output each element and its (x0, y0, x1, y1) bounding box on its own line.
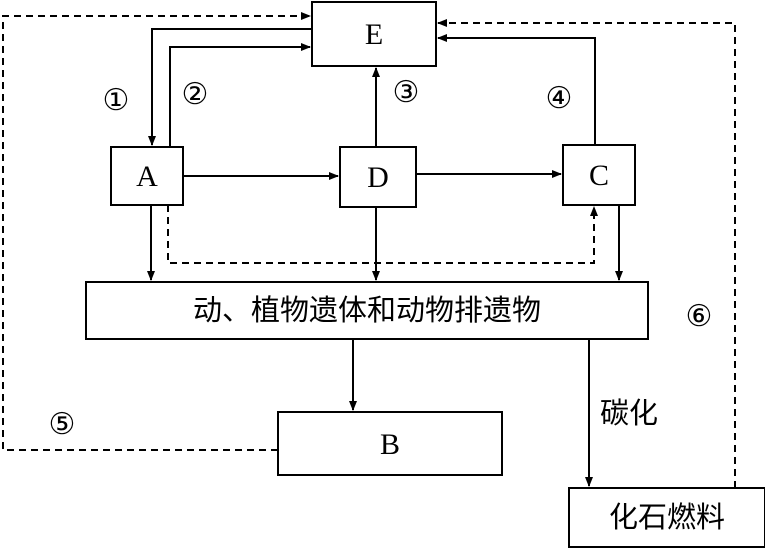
node-d: D (339, 146, 417, 208)
svg-text:B: B (380, 428, 400, 461)
label-carbonization: 碳化 (600, 396, 658, 430)
label-process-4: ④ (546, 81, 573, 116)
arrow-a-to-e (169, 43, 311, 147)
dashed-arrow-a-to-c (167, 205, 598, 264)
svg-text:C: C (589, 159, 609, 192)
label-process-3: ③ (393, 75, 420, 110)
svg-text:化石燃料: 化石燃料 (609, 500, 725, 534)
svg-text:D: D (367, 161, 389, 194)
arrow-e-to-a (148, 28, 312, 146)
label-process-5: ⑤ (49, 407, 76, 442)
node-fossil-fuel: 化石燃料 (568, 487, 765, 548)
arrow-c-to-e (437, 34, 596, 145)
node-a: A (110, 146, 184, 206)
node-e: E (311, 1, 437, 67)
node-c: C (562, 144, 636, 206)
dashed-arrow-b-to-e (2, 12, 311, 451)
svg-text:A: A (136, 160, 158, 193)
node-remains: 动、植物遗体和动物排遗物 (85, 281, 649, 340)
label-process-1: ① (103, 83, 130, 118)
svg-text:E: E (365, 18, 383, 51)
node-b: B (277, 411, 503, 476)
svg-text:动、植物遗体和动物排遗物: 动、植物遗体和动物排遗物 (193, 293, 541, 327)
dashed-arrow-fossil-to-e (437, 19, 736, 488)
label-process-2: ② (182, 77, 209, 112)
label-process-6: ⑥ (686, 299, 713, 334)
